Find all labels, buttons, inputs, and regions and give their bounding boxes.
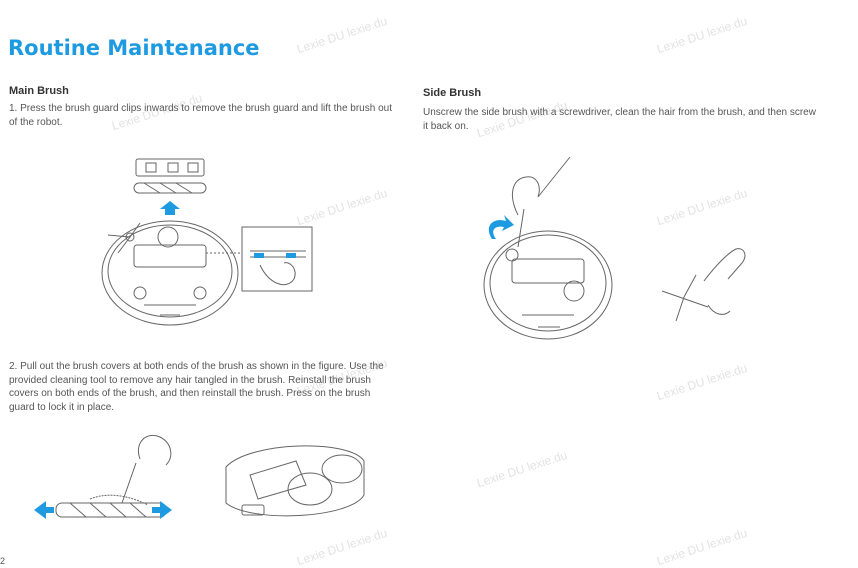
side-brush-text: Unscrew the side brush with a screwdrive… — [423, 107, 816, 132]
side-brush-heading: Side Brush — [423, 87, 482, 99]
main-brush-removal-illustration — [101, 158, 313, 326]
main-brush-heading: Main Brush — [9, 85, 69, 97]
watermark: Lexie DU lexie.du — [655, 13, 749, 57]
watermark: Lexie DU lexie.du — [655, 360, 749, 404]
watermark: Lexie DU lexie.du — [655, 525, 749, 568]
side-brush-illustration — [483, 156, 746, 340]
page-title: Routine Maintenance — [8, 36, 260, 60]
main-brush-step2: 2. Pull out the brush covers at both end… — [9, 361, 384, 413]
watermark: Lexie DU lexie.du — [475, 447, 569, 491]
page-number: 2 — [0, 556, 6, 566]
watermark: Lexie DU lexie.du — [295, 13, 389, 57]
main-brush-step1: 1. Press the brush guard clips inwards t… — [9, 103, 392, 128]
brush-cover-illustration — [34, 435, 365, 519]
